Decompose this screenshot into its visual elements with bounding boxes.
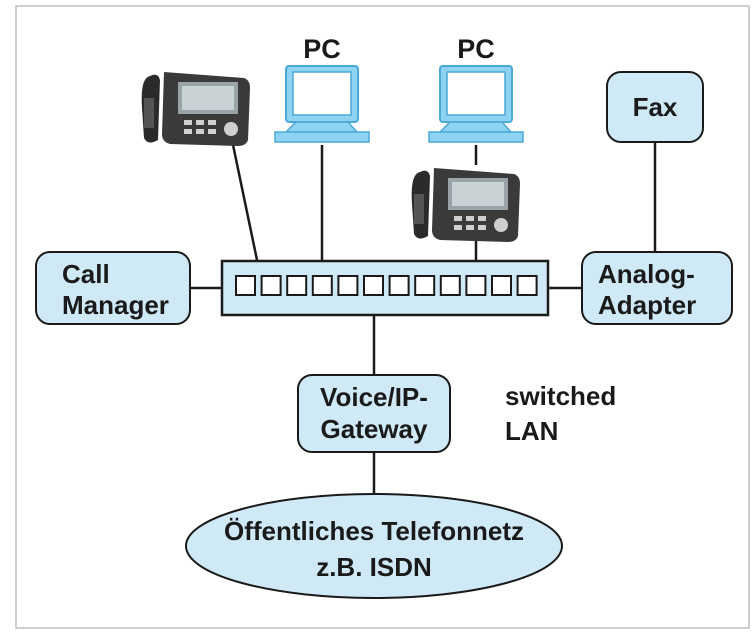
fax-label: Fax [633,92,678,122]
switch-port [363,275,384,296]
analog-adapter-label-line2: Adapter [598,290,696,320]
switch-port [414,275,436,296]
switch-port [491,275,512,296]
switch-port [235,275,256,296]
switch-port [311,275,333,296]
switch-port [439,275,461,296]
network-label-line1: Öffentliches Telefonnetz [224,516,524,546]
pc-1-label: PC [303,34,341,64]
switch-port [260,275,282,296]
call-manager-node: Call Manager [35,251,191,325]
call-manager-label-line2: Manager [62,290,169,320]
pc-2-label: PC [457,34,495,64]
switched-lan-label-line2: LAN [505,416,558,446]
analog-adapter-node: Analog- Adapter [581,251,733,325]
lan-switch [220,259,550,317]
pc-monitor-icon: PC [274,34,370,143]
network-label-line2: z.B. ISDN [316,552,432,582]
gateway-label-line1: Voice/IP- [320,382,428,412]
switch-port [465,275,487,296]
gateway-label-line2: Gateway [321,414,428,444]
switch-port [337,275,359,296]
pc-monitor-icon: PC [428,34,524,143]
switch-port [388,275,410,296]
switch-port [516,275,538,296]
switched-lan-label-line1: switched [505,381,616,411]
fax-node: Fax [606,71,704,143]
voice-ip-gateway-node: Voice/IP- Gateway [297,374,451,453]
switch-ports [235,275,538,296]
analog-adapter-label-line1: Analog- [598,259,695,289]
switch-port [286,275,308,296]
ip-phone-icon [141,72,250,146]
public-telephone-network-node: Öffentliches Telefonnetz z.B. ISDN [185,493,563,599]
call-manager-label-line1: Call [62,259,110,289]
ip-phone-icon [411,168,520,242]
